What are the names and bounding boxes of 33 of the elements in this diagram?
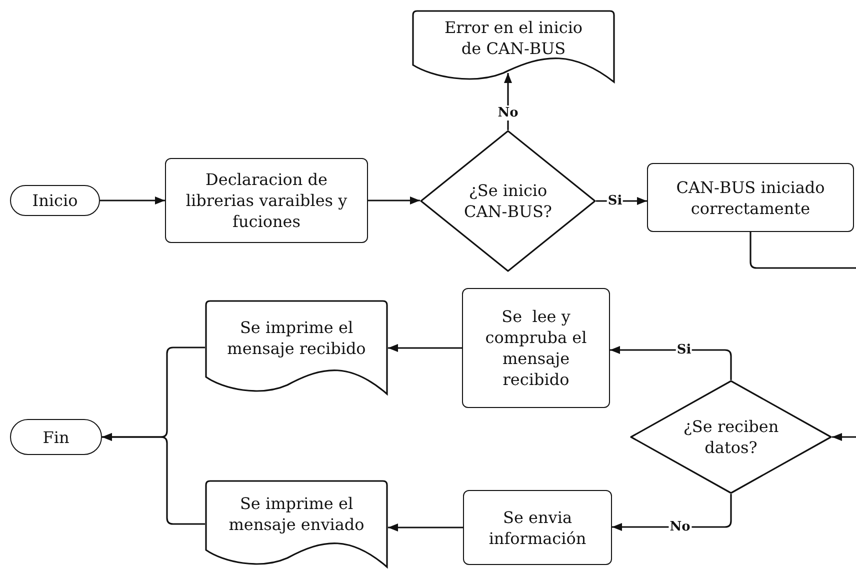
decision-diamond [630, 380, 832, 494]
document-shape [205, 480, 388, 568]
process-box [165, 158, 368, 243]
process-box [463, 490, 612, 565]
node-text: Se imprime el mensaje enviado [228, 493, 366, 535]
connector-line [750, 232, 856, 269]
node-text: Inicio [32, 190, 78, 211]
arrow [612, 494, 732, 531]
node-text: Se envia información [488, 506, 588, 548]
edge-label: No [496, 106, 520, 120]
node-text: Se imprime el mensaje recibido [226, 316, 367, 358]
arrow [388, 344, 462, 352]
arrow [504, 73, 512, 130]
node-text: ¿Se reciben datos? [682, 416, 780, 458]
document-shape [412, 10, 615, 83]
arrow [610, 346, 732, 380]
terminal-box [10, 185, 100, 216]
node-text: Declaracion de librerias varaibles y fuciones [184, 169, 348, 232]
terminal-box [10, 419, 102, 455]
arrow [368, 196, 420, 204]
arrow [388, 524, 463, 532]
decision-diamond [420, 130, 596, 272]
node-text: Se lee y compruba el mensaje recibido [484, 306, 588, 390]
node-text: Error en el inicio de CAN-BUS [443, 16, 584, 58]
arrow [832, 433, 856, 441]
process-box [462, 288, 610, 408]
arrow [102, 433, 205, 525]
node-text: CAN-BUS iniciado correctamente [675, 176, 826, 218]
node-text: Fin [42, 426, 70, 448]
node-text: ¿Se inicio CAN-BUS? [463, 180, 553, 222]
process-box [647, 163, 854, 232]
document-shape [205, 300, 388, 395]
arrow [100, 196, 165, 204]
